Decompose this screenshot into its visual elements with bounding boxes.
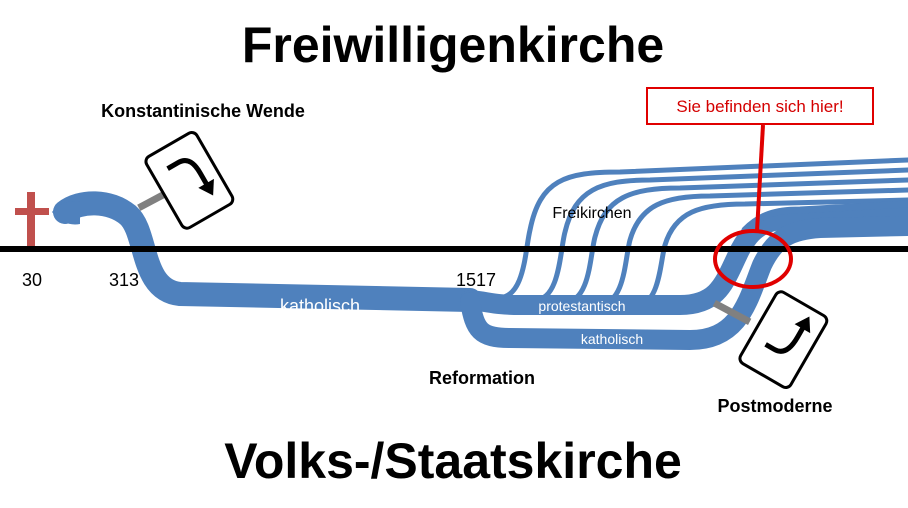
freikirchen-streams (495, 157, 908, 309)
event-label-postmoderne: Postmoderne (717, 396, 832, 416)
stream-start-tip (52, 201, 80, 225)
title-freiwilligenkirche: Freiwilligenkirche (242, 17, 664, 73)
stream-label-katholisch-lower: katholisch (581, 331, 643, 347)
freikirche-stream-1 (495, 157, 908, 301)
freikirche-stream-5 (632, 197, 908, 309)
turn-right-down-arrow-sign-icon (144, 131, 235, 230)
you-are-here-callout: Sie befinden sich hier! (646, 87, 874, 289)
you-are-here-pointer (755, 124, 765, 232)
year-313: 313 (109, 270, 139, 290)
cross-icon (15, 192, 49, 246)
freikirche-stream-2 (532, 167, 908, 303)
stream-label-freikirchen: Freikirchen (552, 205, 631, 222)
event-label-reformation: Reformation (429, 368, 535, 388)
katholisch-lower-stream (460, 216, 908, 351)
freikirchen-right-streams (741, 200, 908, 234)
you-are-here-box (646, 87, 874, 125)
freikirche-stream-3 (562, 177, 908, 305)
title-volkskirche: Volks-/Staatskirche (224, 433, 682, 489)
event-label-konstantin: Konstantinische Wende (101, 101, 305, 121)
katholisch-main-stream (53, 191, 482, 312)
freikirche-stream-4 (597, 187, 908, 307)
postmoderne-sign (712, 290, 829, 389)
year-30: 30 (22, 270, 42, 290)
stream-label-protestantisch: protestantisch (538, 298, 625, 314)
year-1517: 1517 (456, 270, 496, 290)
postmoderne-sign-pole (712, 299, 752, 325)
timeline-line (0, 246, 908, 252)
you-are-here-circle (713, 229, 793, 289)
konstantin-sign-pole (137, 189, 169, 211)
protestantisch-stream (460, 204, 908, 315)
turn-up-right-arrow-sign-icon (738, 290, 829, 389)
you-are-here-text: Sie befinden sich hier! (676, 97, 843, 116)
konstantin-sign (137, 131, 235, 230)
stream-label-katholisch-main: katholisch (280, 296, 360, 316)
